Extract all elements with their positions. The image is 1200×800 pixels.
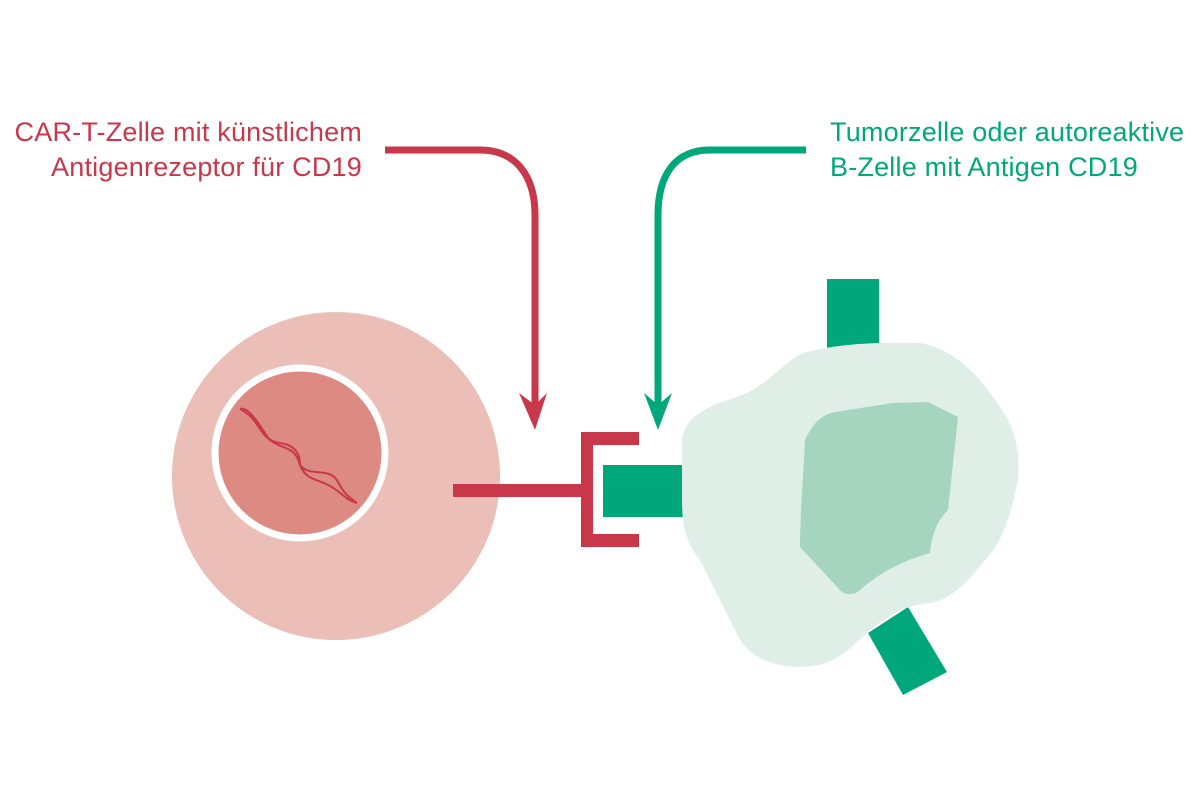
target-cell (603, 279, 1019, 695)
target-nucleus (800, 402, 958, 595)
arrowhead-icon (519, 393, 547, 430)
cd19-antigen-bound (603, 465, 683, 517)
car-t-cell (172, 312, 639, 640)
target-label-line2: B-Zelle mit Antigen CD19 (830, 152, 1138, 182)
cd19-antigen-bottom (868, 607, 947, 695)
cd19-antigen-top (827, 279, 879, 349)
arrowhead-icon (644, 393, 672, 430)
dna-helix-icon (239, 407, 358, 504)
car-t-label-line2: Antigenrezeptor für CD19 (51, 152, 362, 182)
target-label-line1: Tumorzelle oder autoreaktive (830, 117, 1185, 147)
car-receptor-bracket (581, 432, 639, 547)
car-t-nucleus (211, 364, 389, 542)
red-arrow (385, 146, 547, 430)
car-t-label-line1: CAR-T-Zelle mit künstlichem (14, 117, 362, 147)
receptor-stem (453, 484, 583, 497)
target-cell-label: Tumorzelle oder autoreaktive B-Zelle mit… (830, 115, 1184, 185)
car-t-cell-label: CAR-T-Zelle mit künstlichem Antigenrezep… (15, 115, 362, 185)
green-arrow (644, 146, 806, 430)
